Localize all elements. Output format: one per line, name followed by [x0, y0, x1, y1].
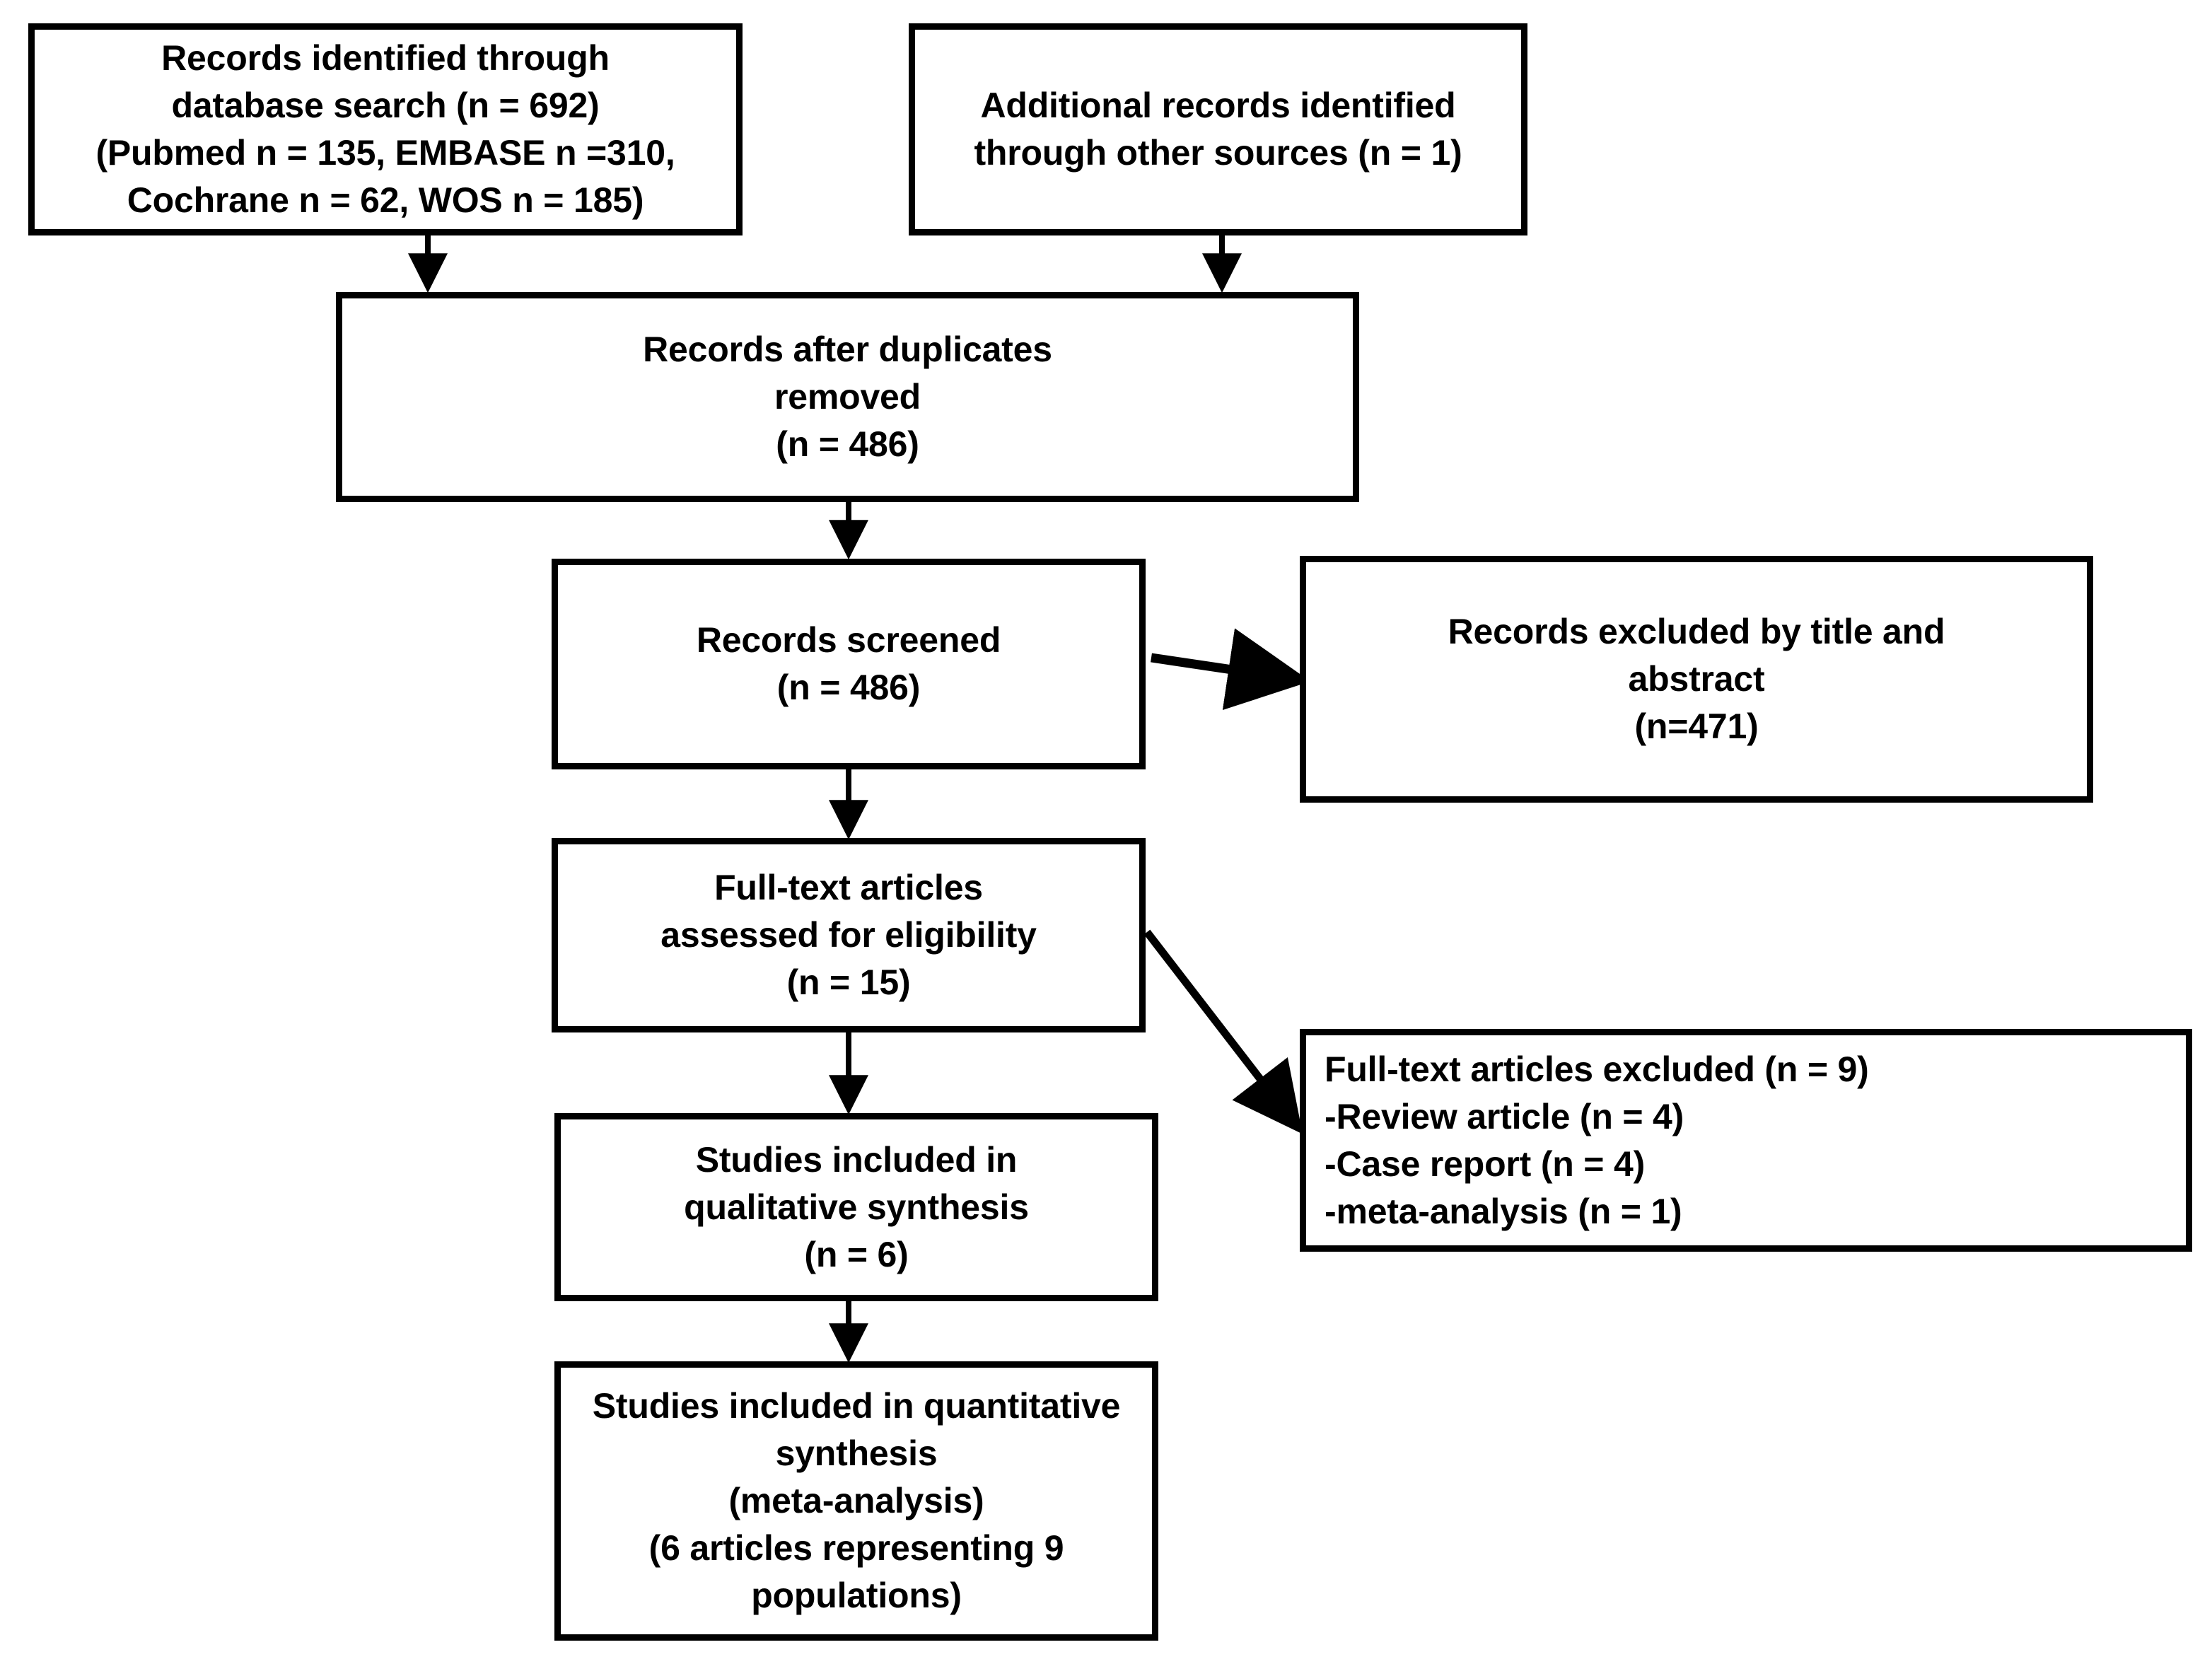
node-line: Records screened [696, 620, 1001, 660]
node-line: Full-text articles excluded (n = 9) [1325, 1049, 1869, 1089]
node-line: (n = 6) [804, 1234, 909, 1274]
additional-records-other-sources-box: Additional records identified through ot… [909, 23, 1527, 235]
node-line: -Review article (n = 4) [1325, 1096, 1684, 1136]
node-line: (n = 15) [786, 962, 911, 1002]
node-line: abstract [1628, 659, 1765, 699]
node-line: Records excluded by title and [1448, 612, 1945, 651]
node-line: (n=471) [1634, 706, 1759, 746]
node-line: synthesis [775, 1433, 938, 1473]
node-line: (n = 486) [776, 668, 921, 707]
records-excluded-title-abstract-box: Records excluded by title and abstract (… [1300, 556, 2093, 803]
node-line: assessed for eligibility [660, 915, 1037, 955]
records-identified-database-search-box: Records identified through database sear… [28, 23, 743, 235]
node-line: Cochrane n = 62, WOS n = 185) [127, 180, 644, 220]
node-line: Records identified through [161, 38, 610, 78]
edge-screened-to-excluded [1151, 628, 1311, 711]
node-line: Records after duplicates [643, 330, 1052, 369]
node-line: (6 articles representing 9 [648, 1528, 1064, 1568]
node-line: -Case report (n = 4) [1325, 1144, 1646, 1184]
fulltext-articles-excluded-box: Full-text articles excluded (n = 9) -Rev… [1300, 1029, 2192, 1252]
records-after-duplicates-removed-box: Records after duplicates removed (n = 48… [336, 292, 1359, 502]
node-line: database search (n = 692) [171, 86, 600, 125]
node-line: Studies included in [695, 1139, 1018, 1180]
node-line: (Pubmed n = 135, EMBASE n =310, [95, 133, 675, 173]
node-line: (meta-analysis) [728, 1481, 984, 1520]
node-line: Studies included in quantitative [592, 1386, 1121, 1426]
node-line: through other sources (n = 1) [974, 133, 1462, 173]
node-line: -meta-analysis (n = 1) [1325, 1191, 1682, 1231]
studies-included-quantitative-synthesis-box: Studies included in quantitative synthes… [554, 1361, 1158, 1641]
edge-fulltext-to-fulltext-excluded [1143, 929, 1303, 1134]
node-line: Additional records identified [980, 86, 1456, 125]
node-line: removed [774, 377, 921, 417]
studies-included-qualitative-synthesis-box: Studies included in qualitative synthesi… [554, 1113, 1158, 1301]
node-line: qualitative synthesis [684, 1187, 1029, 1227]
records-screened-box: Records screened (n = 486) [552, 559, 1146, 769]
node-line: (n = 486) [776, 424, 919, 464]
fulltext-articles-assessed-box: Full-text articles assessed for eligibil… [552, 838, 1146, 1032]
node-line: Full-text articles [714, 868, 983, 907]
node-line: populations) [751, 1576, 962, 1615]
